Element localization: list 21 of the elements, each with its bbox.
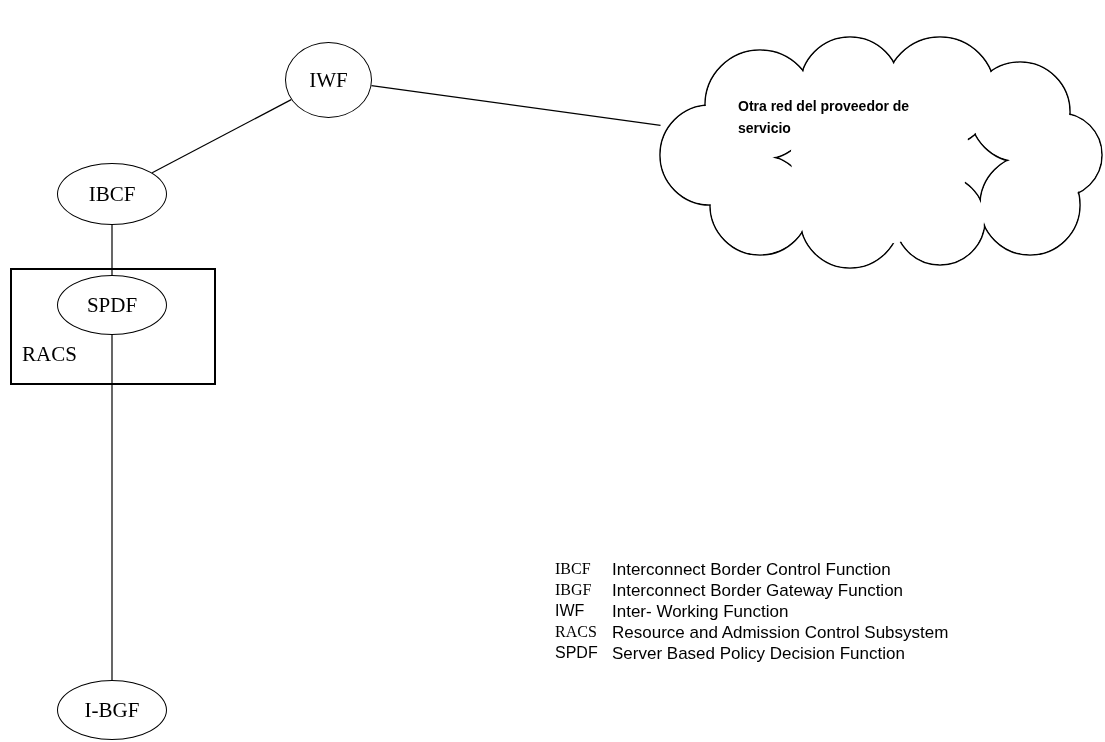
legend-description: Interconnect Border Gateway Function: [612, 581, 904, 601]
connector-line: [111, 224, 113, 276]
cloud-label: Otra red del proveedor de servicio: [738, 97, 911, 138]
legend-description: Server Based Policy Decision Function: [612, 644, 905, 664]
node-label: IBCF: [88, 181, 136, 207]
legend-abbreviation: IBGF: [555, 581, 592, 599]
connector-line: [370, 85, 662, 126]
node-label: IWF: [309, 67, 348, 93]
connector-line: [151, 99, 292, 174]
legend-description: Inter- Working Function: [612, 602, 789, 622]
legend-abbreviation: IBCF: [555, 560, 591, 578]
legend-description: Resource and Admission Control Subsystem: [612, 623, 949, 643]
legend-description: Interconnect Border Control Function: [612, 560, 891, 580]
node-label: SPDF: [86, 292, 138, 318]
connector-line: [111, 334, 113, 681]
legend-abbreviation: IWF: [555, 602, 585, 620]
box-label: RACS: [22, 342, 77, 367]
legend-abbreviation: SPDF: [555, 644, 598, 662]
subsystem-box: [10, 268, 216, 385]
legend-abbreviation: RACS: [555, 623, 597, 641]
node-label: I-BGF: [84, 697, 140, 723]
